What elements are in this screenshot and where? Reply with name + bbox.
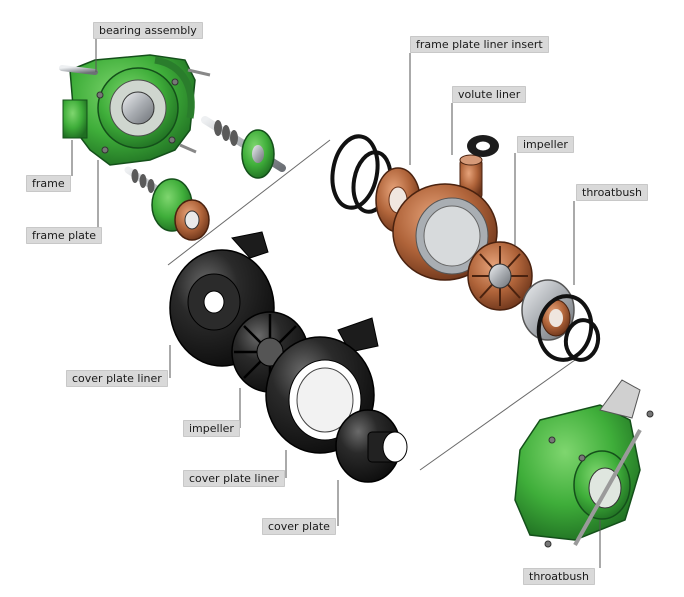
seal-ring	[467, 135, 499, 157]
label-frame-plate-liner-insert: frame plate liner insert	[410, 36, 549, 53]
label-bearing-assembly: bearing assembly	[93, 22, 203, 39]
label-frame-plate: frame plate	[26, 227, 102, 244]
impeller-copper-part	[467, 241, 533, 311]
label-cover-plate-liner-2: cover plate liner	[183, 470, 285, 487]
leader-lines	[71, 39, 601, 568]
o-rings-lower	[536, 294, 601, 362]
cover-plate-part	[335, 409, 408, 483]
label-impeller-right: impeller	[517, 136, 574, 153]
volute-liner-part	[392, 154, 498, 281]
throatbush-casting	[514, 379, 654, 548]
label-frame: frame	[26, 175, 71, 192]
label-throatbush-right: throatbush	[576, 184, 649, 201]
label-throatbush-bottom: throatbush	[523, 568, 596, 585]
frame-casting	[59, 54, 211, 166]
label-impeller-left: impeller	[183, 420, 240, 437]
label-volute-liner: volute liner	[452, 86, 527, 103]
label-cover-plate-liner-1: cover plate liner	[66, 370, 168, 387]
frame-plate-part	[124, 166, 210, 241]
divider-lines	[167, 139, 576, 471]
bearing-shaft	[201, 116, 286, 179]
label-cover-plate: cover plate	[262, 518, 336, 535]
